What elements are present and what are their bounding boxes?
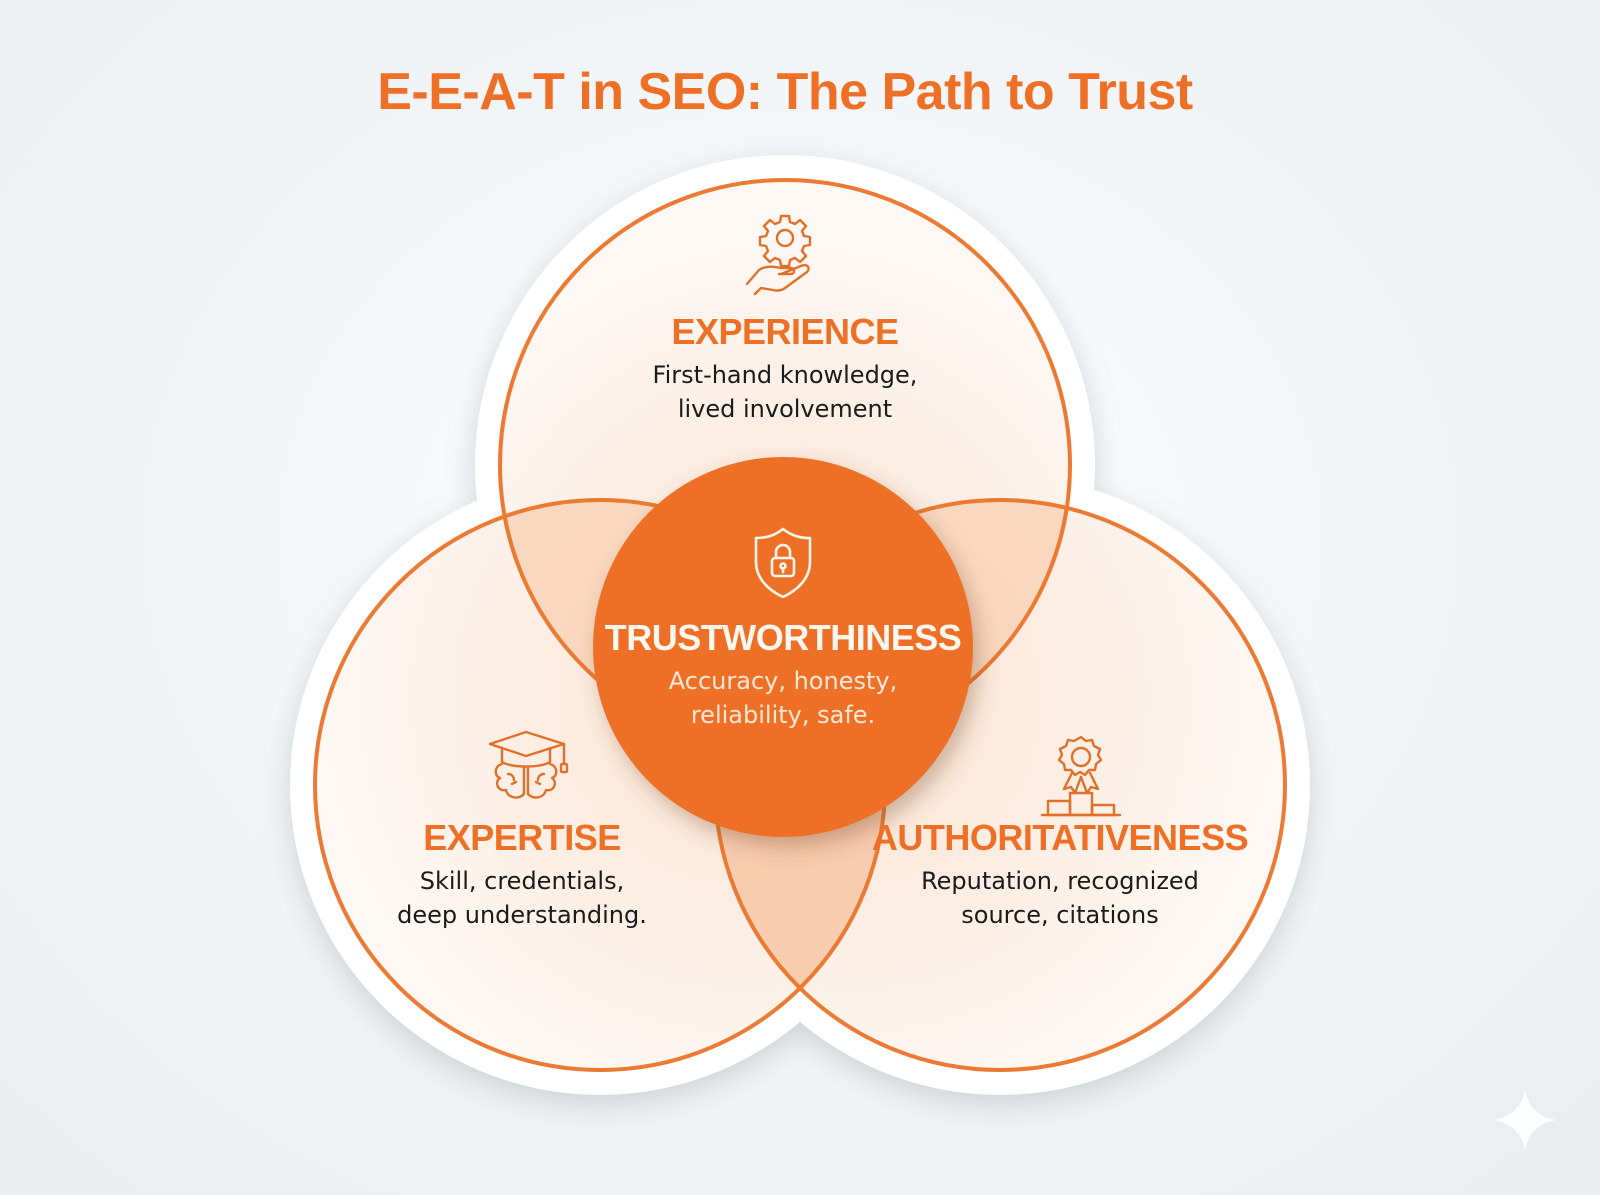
graduation-cap-brain-icon [488,730,569,799]
trustworthiness-circle [593,457,973,837]
expertise-title: EXPERTISE [423,817,621,858]
authoritativeness-desc-1: Reputation, recognized [921,867,1199,895]
trustworthiness-title: TRUSTWORTHINESS [604,617,962,658]
shield-lock-icon [754,527,812,599]
experience-desc-2: lived involvement [677,395,893,423]
expertise-desc-1: Skill, credentials, [419,867,625,895]
trustworthiness-desc-2: reliability, safe. [690,701,876,729]
experience-desc-1: First-hand knowledge, [652,361,918,389]
authoritativeness-title: AUTHORITATIVENESS [871,817,1249,858]
sparkle-icon [1493,1088,1557,1152]
expertise-desc-2: deep understanding. [397,901,647,929]
trustworthiness-label: TRUSTWORTHINESS Accuracy, honesty, relia… [605,618,962,732]
trustworthiness-desc-1: Accuracy, honesty, [668,667,898,695]
expertise-label: EXPERTISE Skill, credentials, deep under… [397,818,647,932]
award-podium-icon [1040,735,1122,817]
experience-label: EXPERIENCE First-hand knowledge, lived i… [653,312,918,426]
authoritativeness-label: AUTHORITATIVENESS Reputation, recognized… [871,817,1249,932]
authoritativeness-desc-2: source, citations [961,901,1159,929]
diagram-title: E-E-A-T in SEO: The Path to Trust [377,63,1193,121]
hand-gear-icon [745,214,812,296]
experience-title: EXPERIENCE [671,311,899,352]
